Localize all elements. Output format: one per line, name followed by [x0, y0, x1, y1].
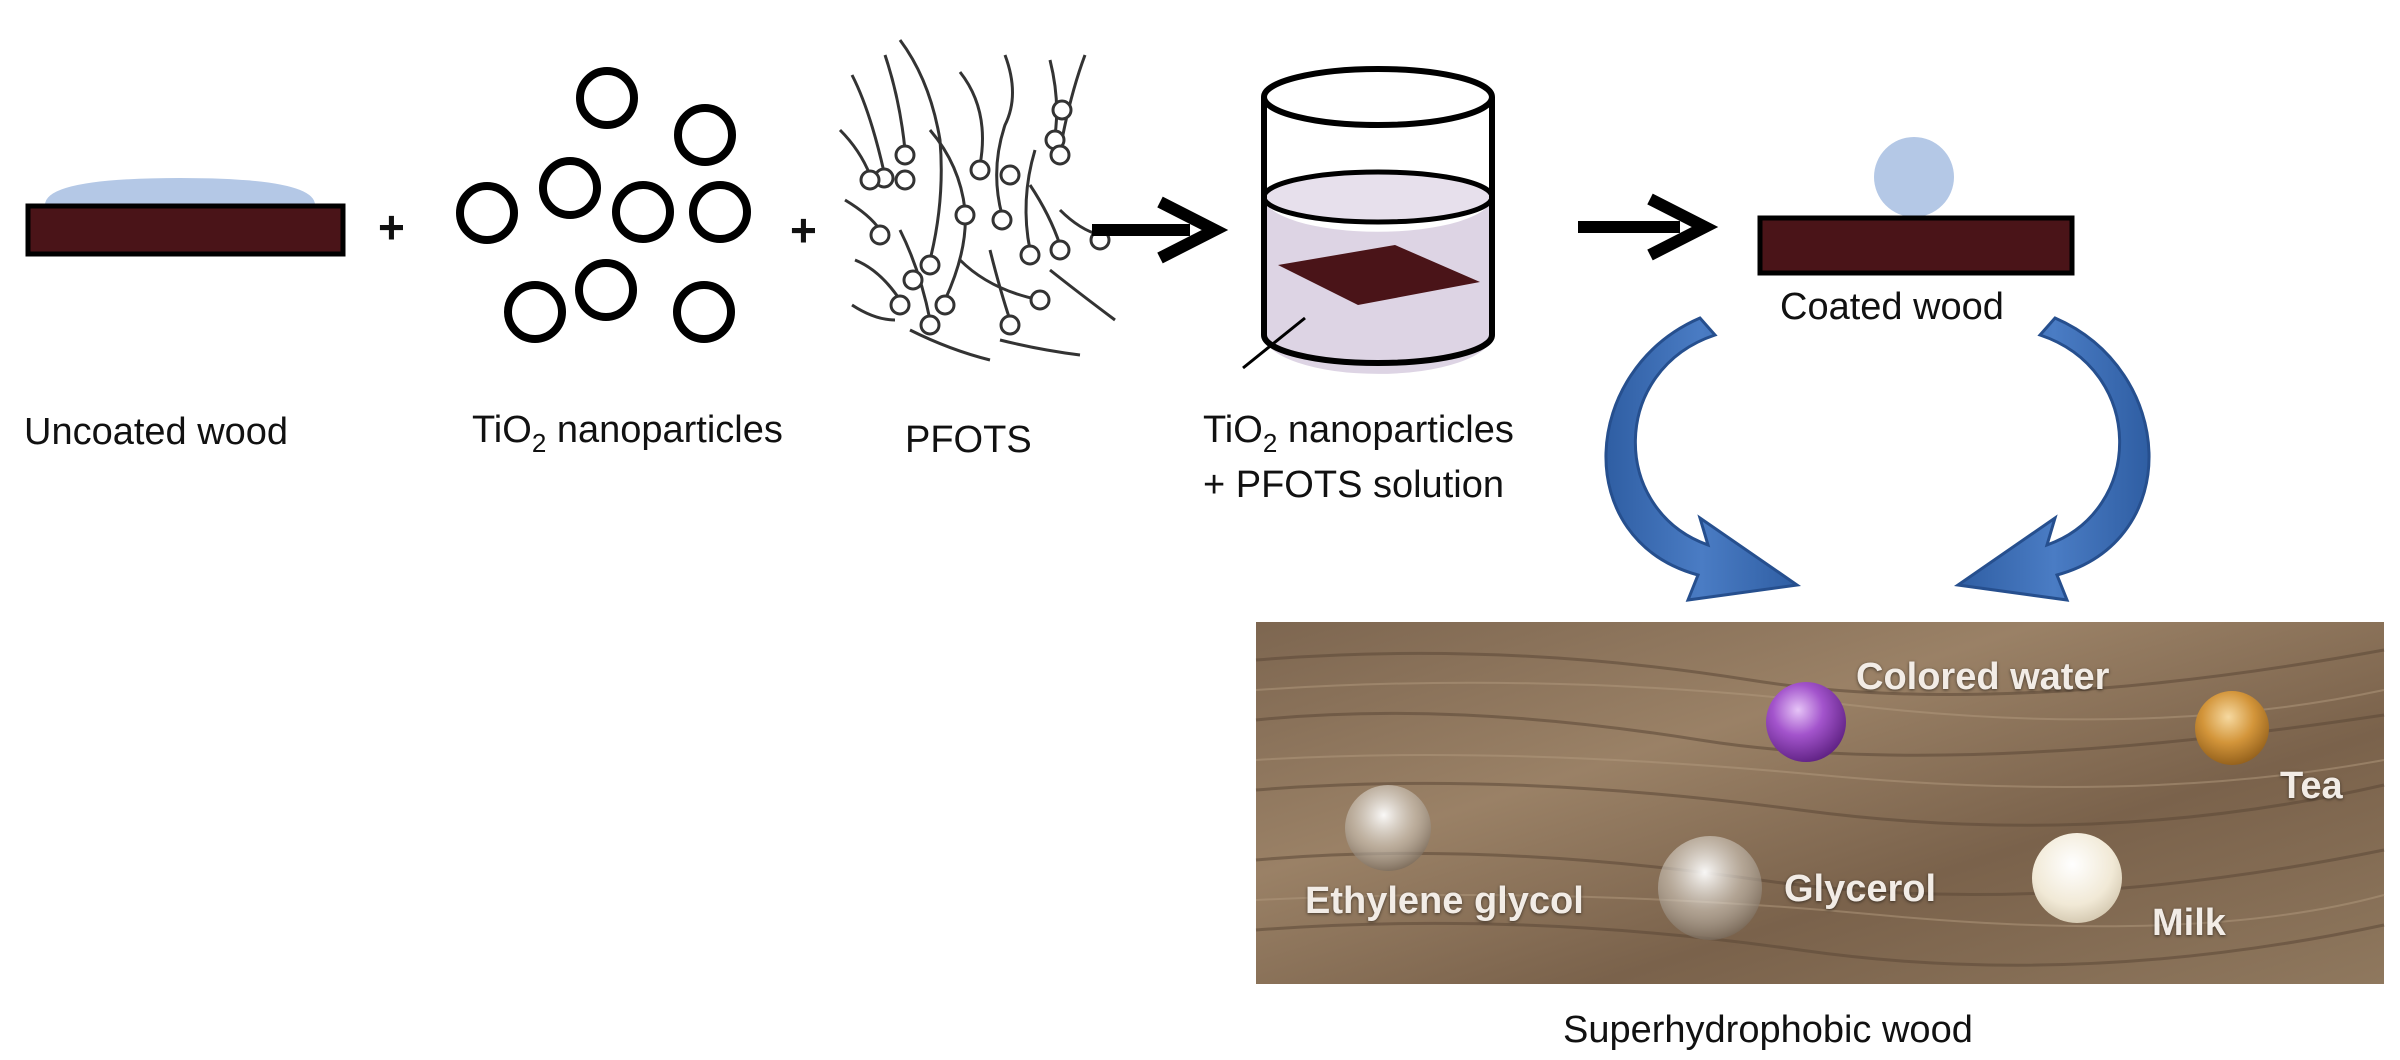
plus-sign: + [378, 201, 405, 253]
right-arrow-icon [1578, 193, 1719, 261]
uncoated-wood-label: Uncoated wood [24, 411, 289, 453]
curved-arrow-icon [1953, 316, 2151, 602]
coated-wood-icon [1757, 137, 2075, 276]
superhydrophobic-wood-photo [1255, 622, 2385, 984]
plus-sign: + [790, 204, 817, 256]
colored-water-label: Colored water [1856, 656, 2110, 698]
solution-label-line1: TiO2 nanoparticles [1203, 409, 1514, 458]
beaker-icon [1242, 66, 1495, 374]
milk-droplet-icon [2032, 833, 2122, 923]
colored-water-droplet-icon [1766, 682, 1846, 762]
tio2-nanoparticles-icon [456, 67, 751, 343]
glycerol-label: Glycerol [1784, 868, 1937, 910]
tio2-nanoparticles-label: TiO2 nanoparticles [472, 409, 783, 458]
pfots-label: PFOTS [905, 419, 1032, 461]
coated-wood-label: Coated wood [1780, 286, 2004, 328]
tea-label: Tea [2280, 765, 2343, 807]
ethylene-glycol-label: Ethylene glycol [1305, 880, 1584, 922]
pfots-molecules-icon [838, 39, 1116, 362]
solution-label-line2: + PFOTS solution [1203, 464, 1504, 506]
ethylene-glycol-droplet-icon [1345, 785, 1431, 871]
superhydrophobic-wood-label: Superhydrophobic wood [1563, 1009, 1973, 1051]
uncoated-wood-icon [25, 178, 346, 257]
right-arrow-icon [1092, 196, 1229, 264]
glycerol-droplet-icon [1658, 836, 1762, 940]
tea-droplet-icon [2195, 691, 2269, 765]
curved-arrow-icon [1604, 316, 1802, 602]
pfots-heads [859, 99, 1111, 336]
milk-label: Milk [2152, 902, 2226, 944]
